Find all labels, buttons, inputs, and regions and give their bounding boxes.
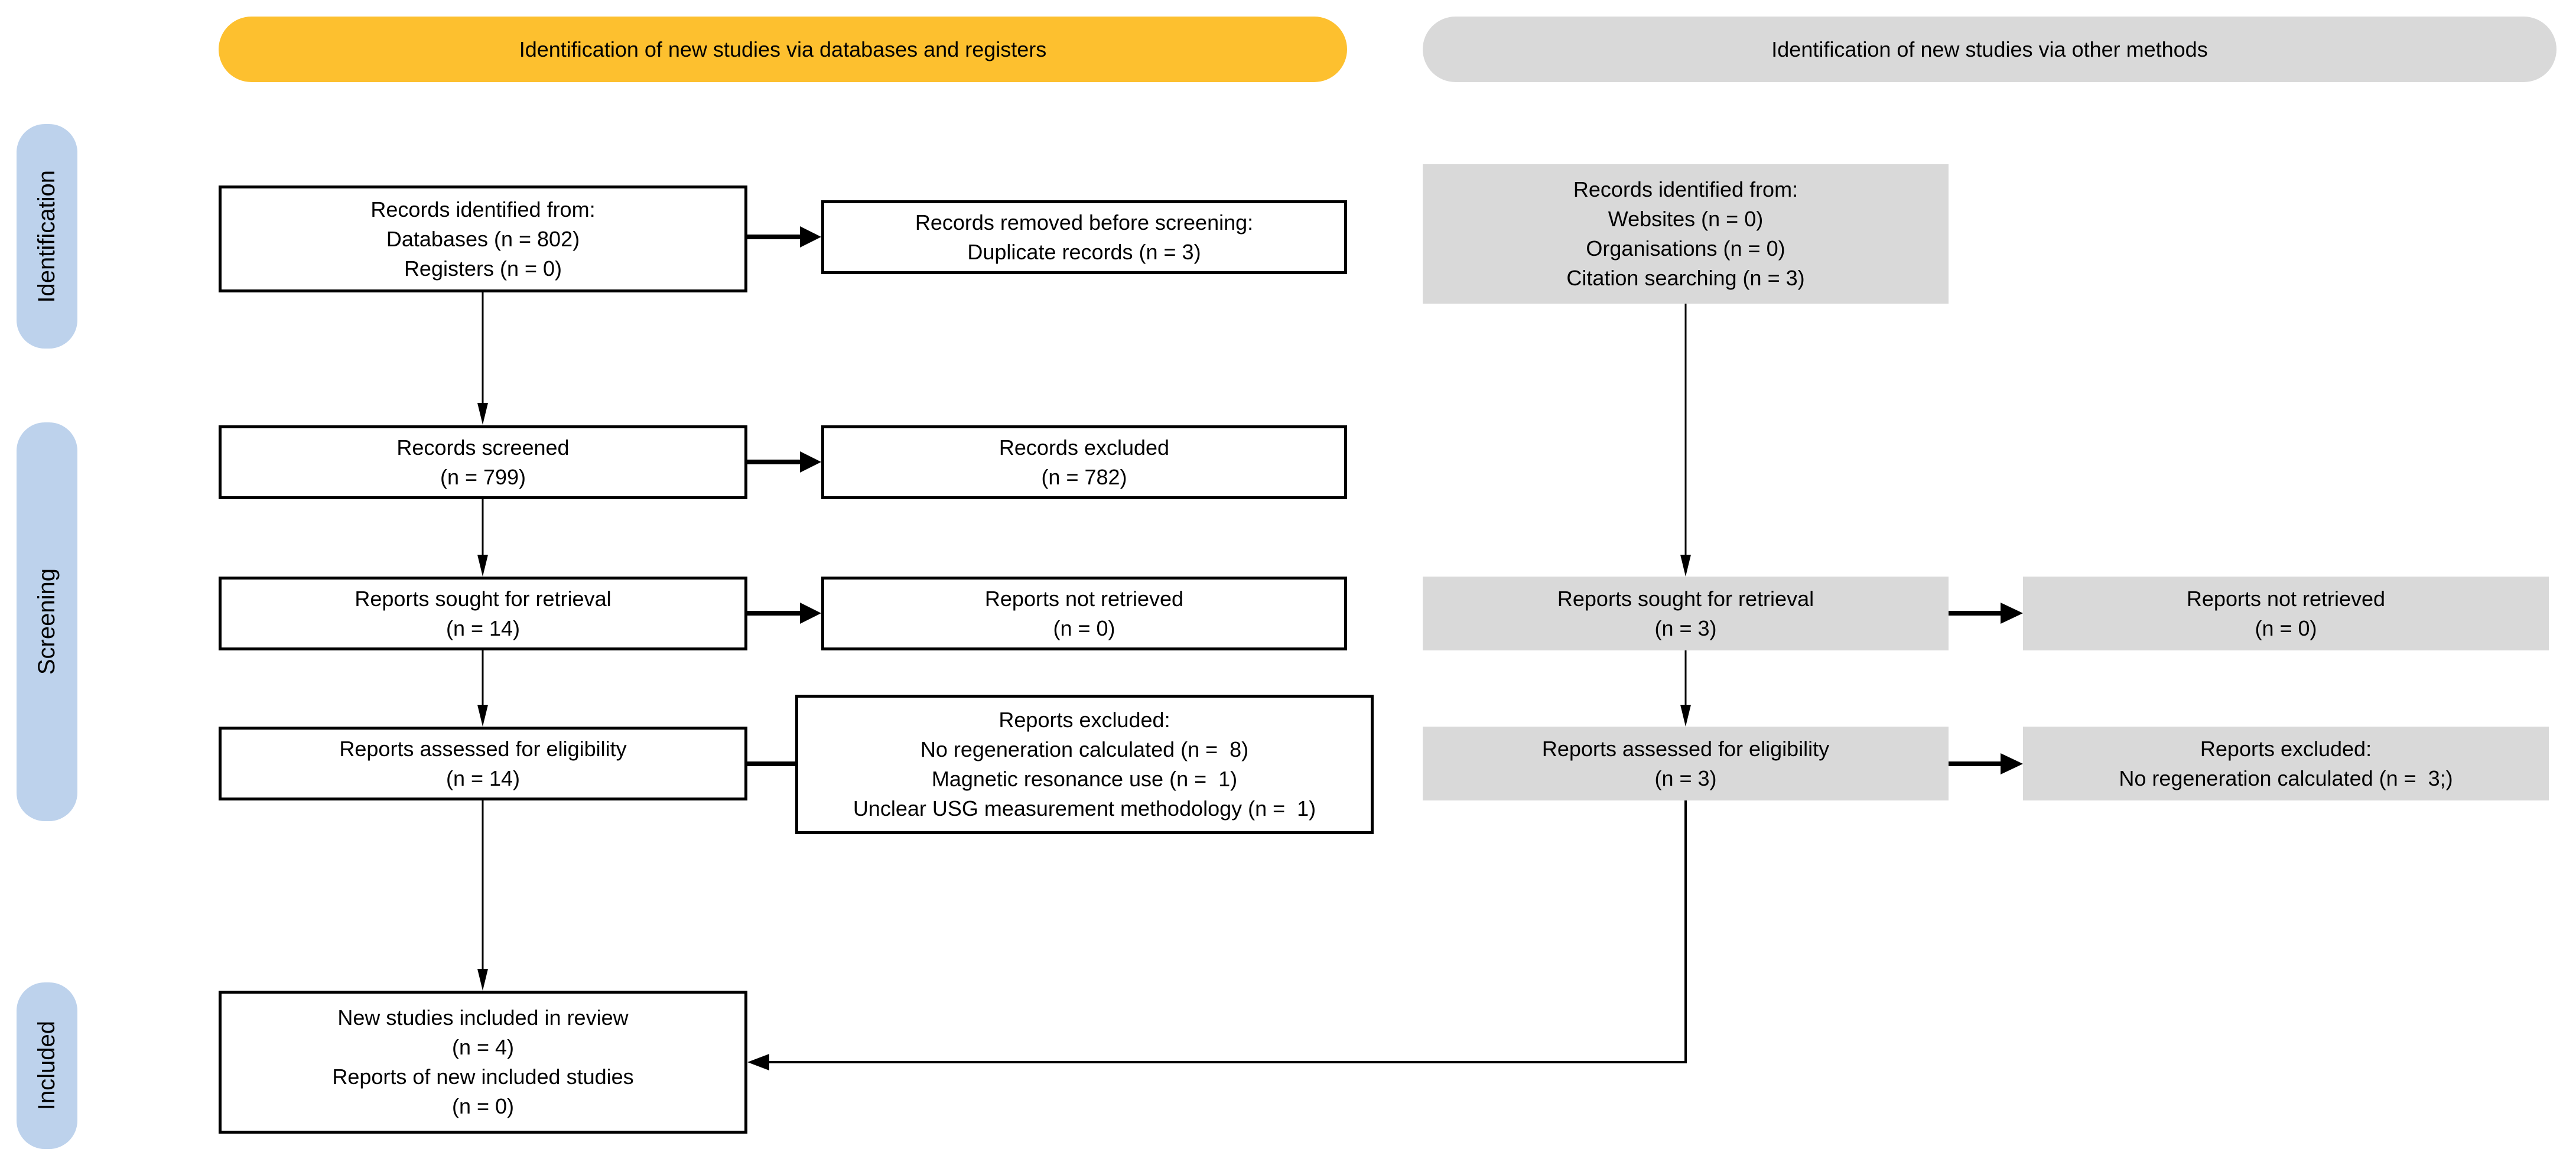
box-reports-sought-other: Reports sought for retrieval (n = 3) — [1423, 577, 1949, 650]
box-reports-sought-databases: Reports sought for retrieval (n = 14) — [219, 577, 747, 650]
banner-databases-label: Identification of new studies via databa… — [519, 37, 1047, 61]
phase-label-identification: Identification — [17, 124, 77, 349]
banner-other-methods: Identification of new studies via other … — [1423, 17, 2557, 82]
box-reports-assessed-databases: Reports assessed for eligibility (n = 14… — [219, 727, 747, 800]
box-reports-assessed-other: Reports assessed for eligibility (n = 3) — [1423, 727, 1949, 800]
box-records-identified-other: Records identified from: Websites (n = 0… — [1423, 164, 1949, 304]
box-reports-excluded-other: Reports excluded: No regeneration calcul… — [2023, 727, 2549, 800]
box-records-screened: Records screened (n = 799) — [219, 425, 747, 499]
box-records-removed-before-screening: Records removed before screening: Duplic… — [821, 200, 1347, 274]
box-reports-not-retrieved-databases: Reports not retrieved (n = 0) — [821, 577, 1347, 650]
box-records-identified-databases: Records identified from: Databases (n = … — [219, 185, 747, 292]
banner-databases-registers: Identification of new studies via databa… — [219, 17, 1347, 82]
banner-other-label: Identification of new studies via other … — [1771, 37, 2208, 61]
box-new-studies-included: New studies included in review (n = 4) R… — [219, 991, 747, 1134]
phase-label-screening: Screening — [17, 422, 77, 821]
box-reports-not-retrieved-other: Reports not retrieved (n = 0) — [2023, 577, 2549, 650]
phase-label-included: Included — [17, 982, 77, 1149]
box-reports-excluded-databases: Reports excluded: No regeneration calcul… — [795, 695, 1374, 834]
box-records-excluded: Records excluded (n = 782) — [821, 425, 1347, 499]
